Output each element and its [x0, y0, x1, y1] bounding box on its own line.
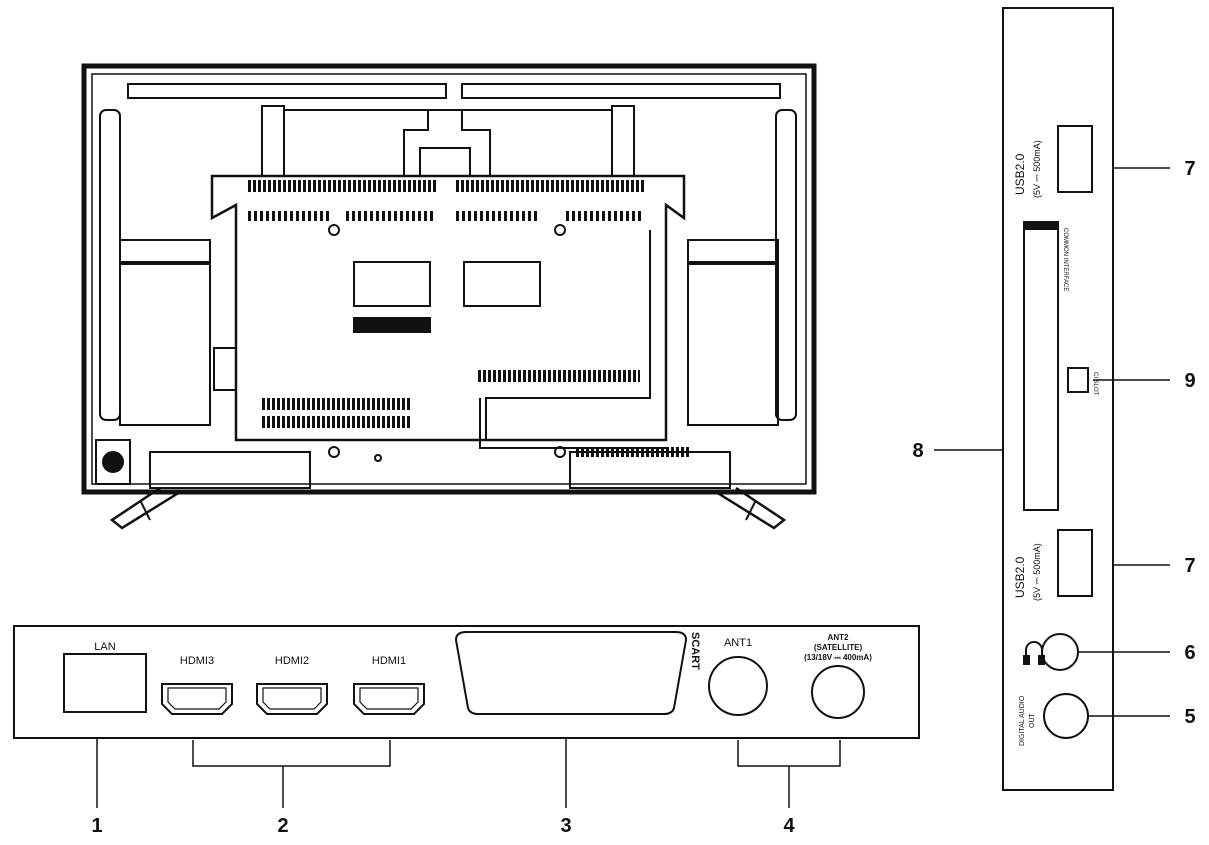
usb-top-label: USB2.0 — [1013, 153, 1027, 195]
usb-port-bottom: USB2.0 (5V ⎓ 500mA) — [1013, 529, 1093, 601]
ci-label: COMMON INTERFACE — [1062, 228, 1068, 291]
side-connector-panel: USB2.0 (5V ⎓ 500mA) COMMON INTERFACE CI … — [1002, 7, 1114, 791]
callout-5: 5 — [1184, 706, 1195, 728]
callout-6: 6 — [1184, 642, 1195, 664]
bottom-connector-panel: LAN HDMI3 HDMI2 HDMI1 SCART ANT1 — [13, 625, 920, 739]
hdmi2-label: HDMI2 — [275, 655, 309, 667]
tv-rear-view — [81, 63, 817, 530]
ci-slot: COMMON INTERFACE — [1023, 221, 1068, 511]
headphone-port — [1023, 633, 1079, 671]
lan-label: LAN — [94, 641, 115, 653]
callout-1: 1 — [91, 815, 102, 837]
digital-audio-label: DIGITAL AUDIO — [1019, 695, 1026, 746]
hdmi2-port: HDMI2 — [256, 655, 328, 715]
ant2-port: ANT2 (SATELLITE) (13/18V ⎓ 400mA) — [804, 633, 872, 719]
scart-port: SCART — [454, 631, 701, 715]
callout-2: 2 — [277, 815, 288, 837]
digital-audio-port: DIGITAL AUDIO OUT — [1019, 693, 1089, 746]
usb-port-top: USB2.0 (5V ⎓ 500mA) — [1013, 125, 1093, 198]
small-port: CI SLOT — [1067, 367, 1098, 396]
bottom-callout-lines — [96, 738, 841, 808]
hdmi1-port: HDMI1 — [353, 655, 425, 715]
callout-4: 4 — [783, 815, 795, 837]
ci-slot-label: CI SLOT — [1092, 372, 1098, 396]
callout-7-top: 7 — [1184, 158, 1195, 180]
callout-9: 9 — [1184, 370, 1195, 392]
scart-label: SCART — [689, 632, 701, 670]
ant1-port: ANT1 — [708, 637, 768, 716]
callout-7-bottom: 7 — [1184, 555, 1195, 577]
lan-port: LAN — [63, 641, 147, 713]
digital-audio-out-label: OUT — [1029, 713, 1036, 729]
ant2-power-label: (13/18V ⎓ 400mA) — [804, 653, 872, 662]
ant2-label: ANT2 — [828, 633, 849, 642]
hdmi1-label: HDMI1 — [372, 655, 406, 667]
headphone-icon — [1023, 641, 1045, 665]
usb-bottom-label: USB2.0 — [1013, 556, 1027, 598]
callout-3: 3 — [560, 815, 571, 837]
usb-top-power-label: (5V ⎓ 500mA) — [1032, 140, 1042, 198]
hdmi3-label: HDMI3 — [180, 655, 214, 667]
callout-8: 8 — [912, 440, 923, 462]
ant1-label: ANT1 — [724, 637, 752, 649]
hdmi3-port: HDMI3 — [161, 655, 233, 715]
ant2-satellite-label: (SATELLITE) — [814, 643, 863, 652]
usb-bottom-power-label: (5V ⎓ 500mA) — [1032, 543, 1042, 601]
side-callout-lines — [934, 167, 1170, 717]
